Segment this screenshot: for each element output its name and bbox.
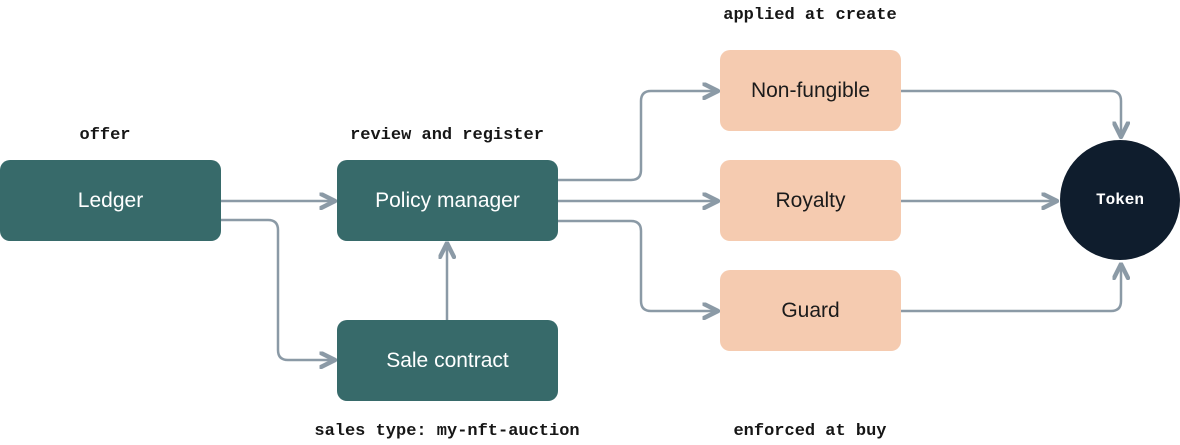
sale-contract-node: Sale contract <box>337 320 558 401</box>
non-fungible-node-label: Non-fungible <box>750 78 871 102</box>
guard-node-label: Guard <box>781 298 840 322</box>
royalty-node: Royalty <box>720 160 901 241</box>
offer-annotation: offer <box>79 126 131 145</box>
edge-ledger-to-sale-contract <box>220 218 335 360</box>
enforced-at-buy-annotation: enforced at buy <box>733 422 887 441</box>
edge-non-fungible-to-token <box>901 89 1121 137</box>
edge-guard-to-token <box>901 264 1121 313</box>
royalty-node-label: Royalty <box>775 188 846 212</box>
edge-policy-manager-to-non-fungible <box>558 91 718 182</box>
non-fungible-node: Non-fungible <box>720 50 901 131</box>
token-node-label: Token <box>1095 191 1144 209</box>
review-and-register-annotation: review and register <box>350 126 544 145</box>
policy-manager-node: Policy manager <box>337 160 558 241</box>
token-node: Token <box>1060 140 1180 260</box>
guard-node: Guard <box>720 270 901 351</box>
policy-manager-node-label: Policy manager <box>375 188 520 212</box>
edge-policy-manager-to-guard <box>558 219 718 311</box>
applied-at-create-annotation: applied at create <box>723 6 897 25</box>
ledger-node: Ledger <box>0 160 221 241</box>
ledger-node-label: Ledger <box>77 188 144 212</box>
sales-type-annotation: sales type: my-nft-auction <box>314 422 580 441</box>
sale-contract-node-label: Sale contract <box>386 348 509 372</box>
